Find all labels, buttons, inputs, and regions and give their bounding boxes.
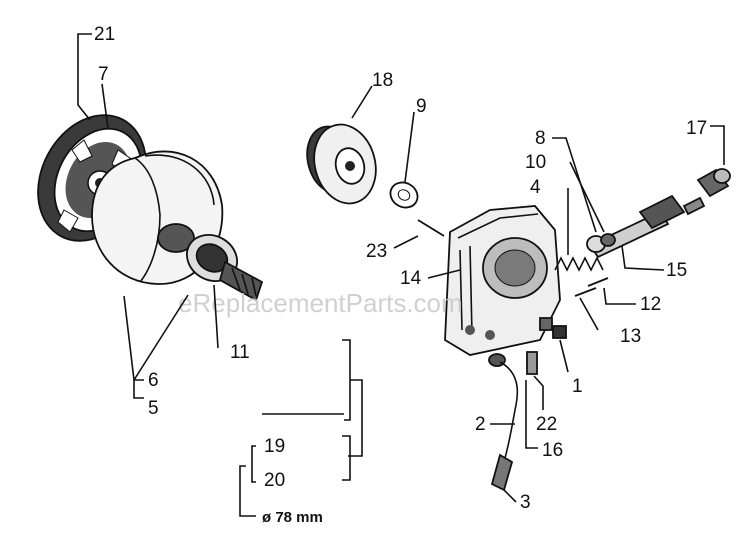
callout-5: 5 [148, 398, 159, 419]
callout-1: 1 [572, 376, 583, 397]
callout-4: 4 [530, 177, 541, 198]
callout-21: 21 [94, 24, 115, 45]
callout-6: 6 [148, 370, 159, 391]
callout-2: 2 [475, 414, 486, 435]
spring-4 [554, 256, 604, 272]
pins-12-13 [574, 277, 609, 297]
callout-20: 20 [264, 470, 285, 491]
leader-lines [77, 33, 725, 517]
callout-16: 16 [542, 440, 563, 461]
washers-8-10 [586, 233, 616, 253]
callout-13: 13 [620, 326, 641, 347]
pump-shaft-15 [588, 194, 706, 259]
callout-11: 11 [230, 342, 250, 363]
callout-8: 8 [535, 128, 546, 149]
callouts: 21 7 18 9 8 17 10 4 23 14 15 12 13 11 6 … [94, 24, 707, 526]
callout-23: 23 [366, 241, 387, 262]
callout-18: 18 [372, 70, 393, 91]
callout-9: 9 [416, 96, 427, 117]
washer-9 [389, 181, 419, 209]
pulley-18 [306, 123, 377, 205]
callout-14: 14 [400, 268, 422, 289]
oil-hose [488, 317, 567, 492]
watermark: eReplacementParts.com [178, 288, 463, 318]
pin-23 [417, 219, 445, 237]
callout-22: 22 [536, 414, 557, 435]
oil-pump-housing [444, 205, 561, 356]
diameter-note: ø 78 mm [262, 509, 323, 526]
cap-17 [696, 168, 731, 198]
callout-15: 15 [666, 260, 687, 281]
callout-12: 12 [640, 294, 661, 315]
callout-17: 17 [686, 118, 707, 139]
callout-3: 3 [520, 492, 531, 513]
sprocket [186, 234, 264, 302]
callout-19: 19 [264, 436, 285, 457]
callout-7: 7 [98, 64, 109, 85]
callout-10: 10 [525, 152, 546, 173]
